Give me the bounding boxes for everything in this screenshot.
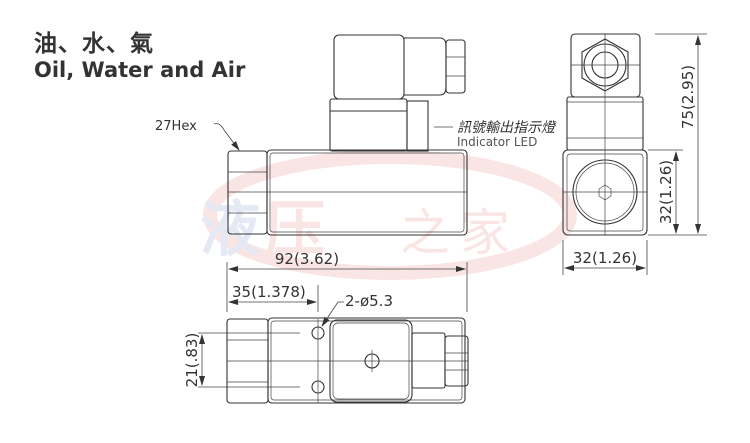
bottom-view [198, 262, 469, 404]
watermark-char-4: 家 [460, 204, 510, 262]
body [266, 149, 468, 236]
length-dimension: 92(3.62) [275, 250, 339, 268]
hex-leader [213, 123, 240, 151]
mount-holes-label: 2-ø5.3 [345, 292, 393, 310]
title-english: Oil, Water and Air [34, 58, 246, 82]
watermark: 液 压 之 家 [200, 150, 577, 280]
body-height-dimension: 32(1.26) [657, 160, 675, 224]
front-view [213, 34, 468, 236]
indicator-label-cn: 訊號輸出指示燈 [457, 120, 557, 136]
gland-nut [445, 39, 466, 94]
watermark-char-3: 之 [400, 204, 450, 262]
connector-housing [333, 34, 405, 100]
indicator-led [406, 100, 429, 152]
watermark-char-2: 压 [265, 195, 325, 265]
height-dimension: 75(2.95) [679, 65, 697, 129]
hole-leader [321, 301, 344, 327]
cable-gland [404, 37, 447, 96]
title-chinese: 油、水、氣 [34, 31, 154, 57]
hole-spacing-dimension: 21(.83) [183, 333, 201, 388]
side-view [562, 33, 707, 275]
hex-label: 27Hex [155, 119, 197, 134]
body-width-dimension: 32(1.26) [573, 249, 637, 267]
stem [329, 98, 408, 152]
connector-end [570, 33, 641, 98]
indicator-label-en: Indicator LED [457, 135, 537, 149]
watermark-char-1: 液 [200, 195, 260, 265]
hole-offset-dimension: 35(1.378) [232, 283, 306, 301]
